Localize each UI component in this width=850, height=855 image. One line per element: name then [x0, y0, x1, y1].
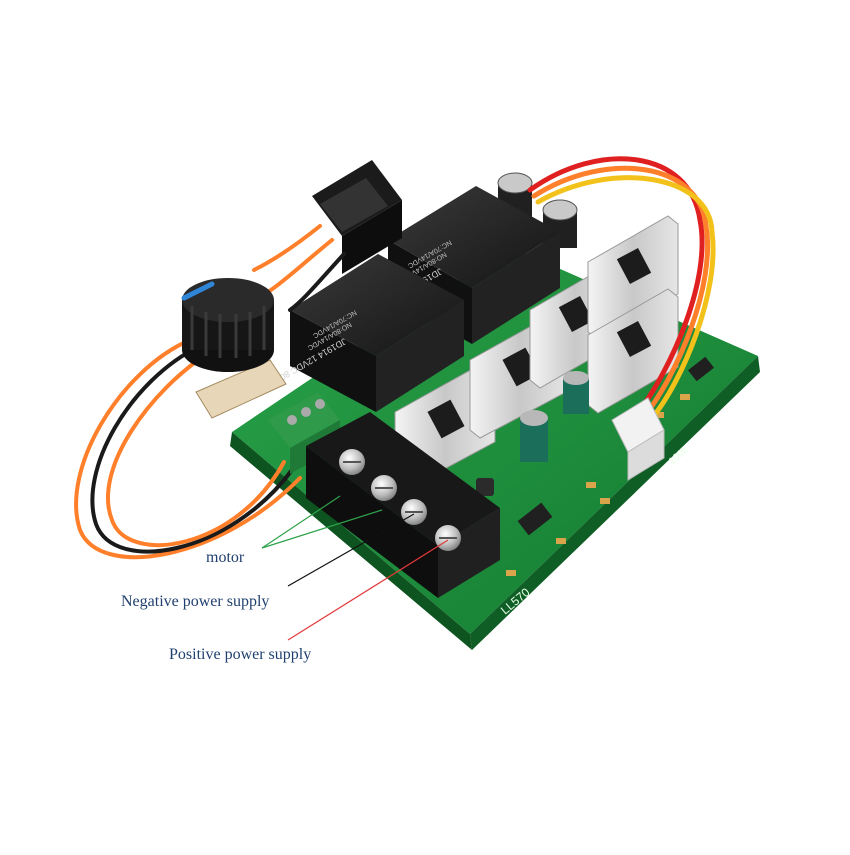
smd-components	[476, 356, 714, 576]
capacitor	[563, 371, 589, 414]
callout-lines	[261, 495, 449, 641]
pin-header-connector	[611, 397, 665, 481]
potentiometer-wires	[74, 338, 302, 560]
terminal-block-icon	[306, 412, 500, 598]
ribbon-wires	[527, 156, 716, 421]
heatsinks	[394, 215, 679, 491]
rocker-switch-icon	[312, 160, 402, 274]
motor-callout-label: motor	[206, 549, 245, 566]
negative-power-callout-label: Negative power supply	[121, 593, 270, 610]
capacitor	[520, 410, 548, 462]
switch-wires	[252, 224, 346, 312]
potentiometer-knob-icon	[181, 278, 287, 419]
positive-power-callout-label: Positive power supply	[169, 646, 312, 663]
